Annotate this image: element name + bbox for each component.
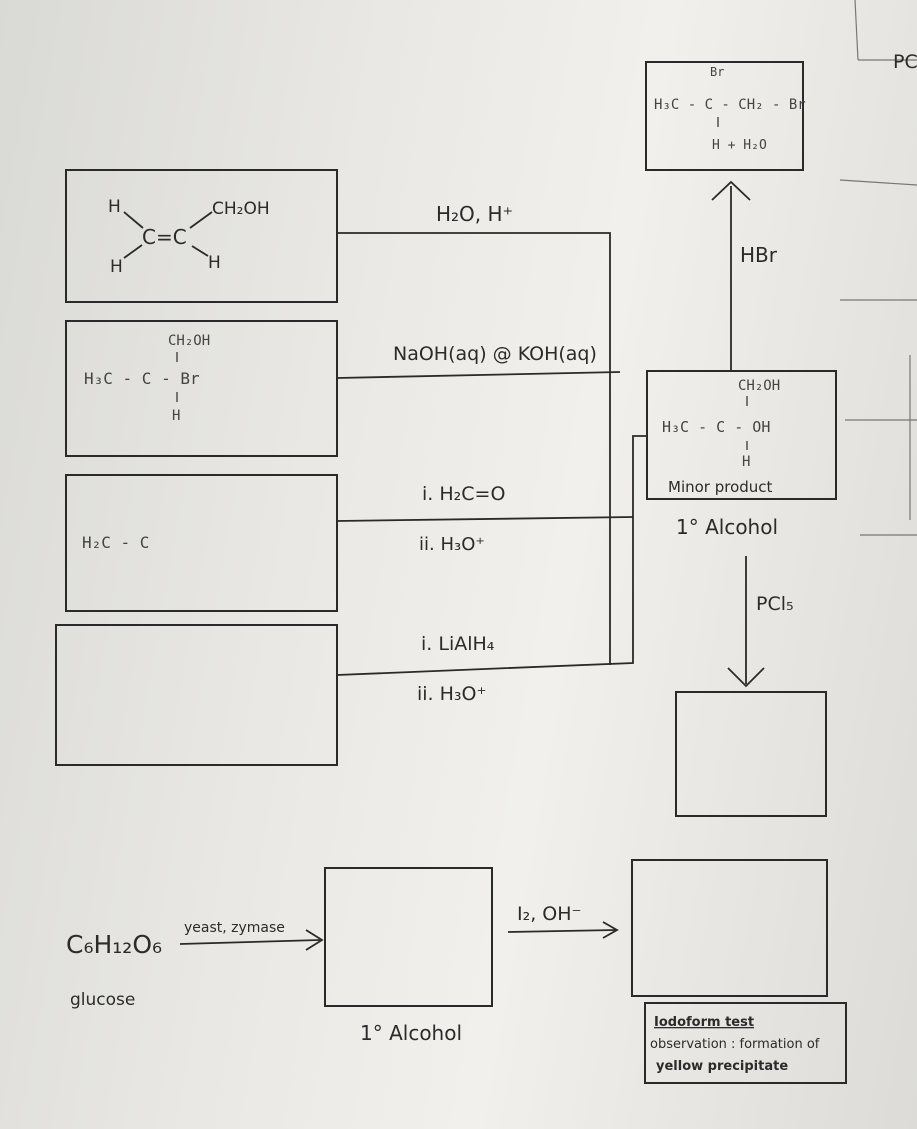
reagent-4a: i. LiAlH₄ xyxy=(421,633,495,655)
connector-3 xyxy=(336,516,634,522)
hbr-label: HBr xyxy=(740,243,778,267)
bromide-h: H xyxy=(172,408,180,424)
hbr-product-h-water: H + H₂O xyxy=(712,138,767,153)
hbr-product-br: Br xyxy=(710,65,724,79)
connector-1 xyxy=(337,232,611,665)
bottom-alcohol-label: 1° Alcohol xyxy=(360,1021,462,1045)
connector-2 xyxy=(336,371,621,379)
alcohol-box xyxy=(324,867,493,1007)
alkene-bond xyxy=(123,211,144,229)
reagent-2: NaOH(aq) @ KOH(aq) xyxy=(393,343,597,365)
alkene-double-bond: C=C xyxy=(142,225,187,249)
alkene-h-top: H xyxy=(108,197,121,217)
alkene-bond xyxy=(123,244,143,259)
reagent-4b: ii. H₃O⁺ xyxy=(417,683,487,705)
alkene-h-right: H xyxy=(208,253,221,273)
corner-label: PC xyxy=(893,51,917,73)
paper-edge-line xyxy=(854,0,859,61)
hbr-product-box xyxy=(645,61,804,171)
iodoform-test-box xyxy=(644,1002,847,1084)
primary-alcohol-label: 1° Alcohol xyxy=(676,515,778,539)
minor-product-note: Minor product xyxy=(668,478,773,496)
empty-reactant-box xyxy=(55,624,338,766)
ferment-arrow-head xyxy=(305,929,324,951)
alkene-box xyxy=(65,169,338,303)
aldehyde-box xyxy=(65,474,338,612)
aldehyde-structure: H₂C - C xyxy=(82,533,149,552)
connector-4 xyxy=(336,435,647,676)
pcl5-product-box xyxy=(675,691,827,817)
ferment-reagent: yeast, zymase xyxy=(184,920,285,936)
product-box xyxy=(646,370,837,500)
bromide-structure: CH₂OH H₃C - C - Br H xyxy=(84,333,210,424)
product-structure: CH₂OH H₃C - C - OH H xyxy=(662,378,780,470)
reagent-1: H₂O, H⁺ xyxy=(436,202,513,226)
hbr-product-main: H₃C - C - CH₂ - Br xyxy=(654,97,806,113)
product-main: H₃C - C - OH xyxy=(662,418,770,436)
glucose-formula: C₆H₁₂O₆ xyxy=(66,930,162,959)
hbr-product-structure: Br H₃C - C - CH₂ - Br H + H₂O xyxy=(654,65,806,153)
bromide-ch2oh: CH₂OH xyxy=(168,333,210,349)
iodoform-test-line2: yellow precipitate xyxy=(656,1059,788,1074)
bromide-box xyxy=(65,320,338,457)
reagent-3b: ii. H₃O⁺ xyxy=(419,534,485,555)
ferment-arrow-shaft xyxy=(179,939,321,945)
product-ch2oh: CH₂OH xyxy=(738,378,780,394)
iodo-arrow-shaft xyxy=(507,929,617,933)
alkene-h-bottom: H xyxy=(110,257,123,277)
alkene-ch2oh: CH₂OH xyxy=(212,199,270,219)
bromide-main: H₃C - C - Br xyxy=(84,369,200,388)
iodo-reagent: I₂, OH⁻ xyxy=(517,903,582,925)
iodoform-test-title: Iodoform test xyxy=(654,1015,754,1030)
iodoform-test-line1: observation : formation of xyxy=(650,1037,820,1052)
glucose-label: glucose xyxy=(70,990,135,1010)
pcl5-arrow-head xyxy=(727,667,765,688)
paper-edge-line xyxy=(839,179,917,186)
product-h: H xyxy=(742,454,750,470)
hbr-arrow-head xyxy=(711,180,751,201)
alkene-structure: H H C=C CH₂OH H xyxy=(108,197,270,277)
reagent-3a: i. H₂C=O xyxy=(422,483,505,505)
alkene-bond xyxy=(191,245,209,257)
pcl5-label: PCl₅ xyxy=(756,593,794,615)
iodo-arrow-head xyxy=(602,921,619,939)
iodoform-product-box xyxy=(631,859,828,997)
alkene-bond xyxy=(189,211,213,229)
